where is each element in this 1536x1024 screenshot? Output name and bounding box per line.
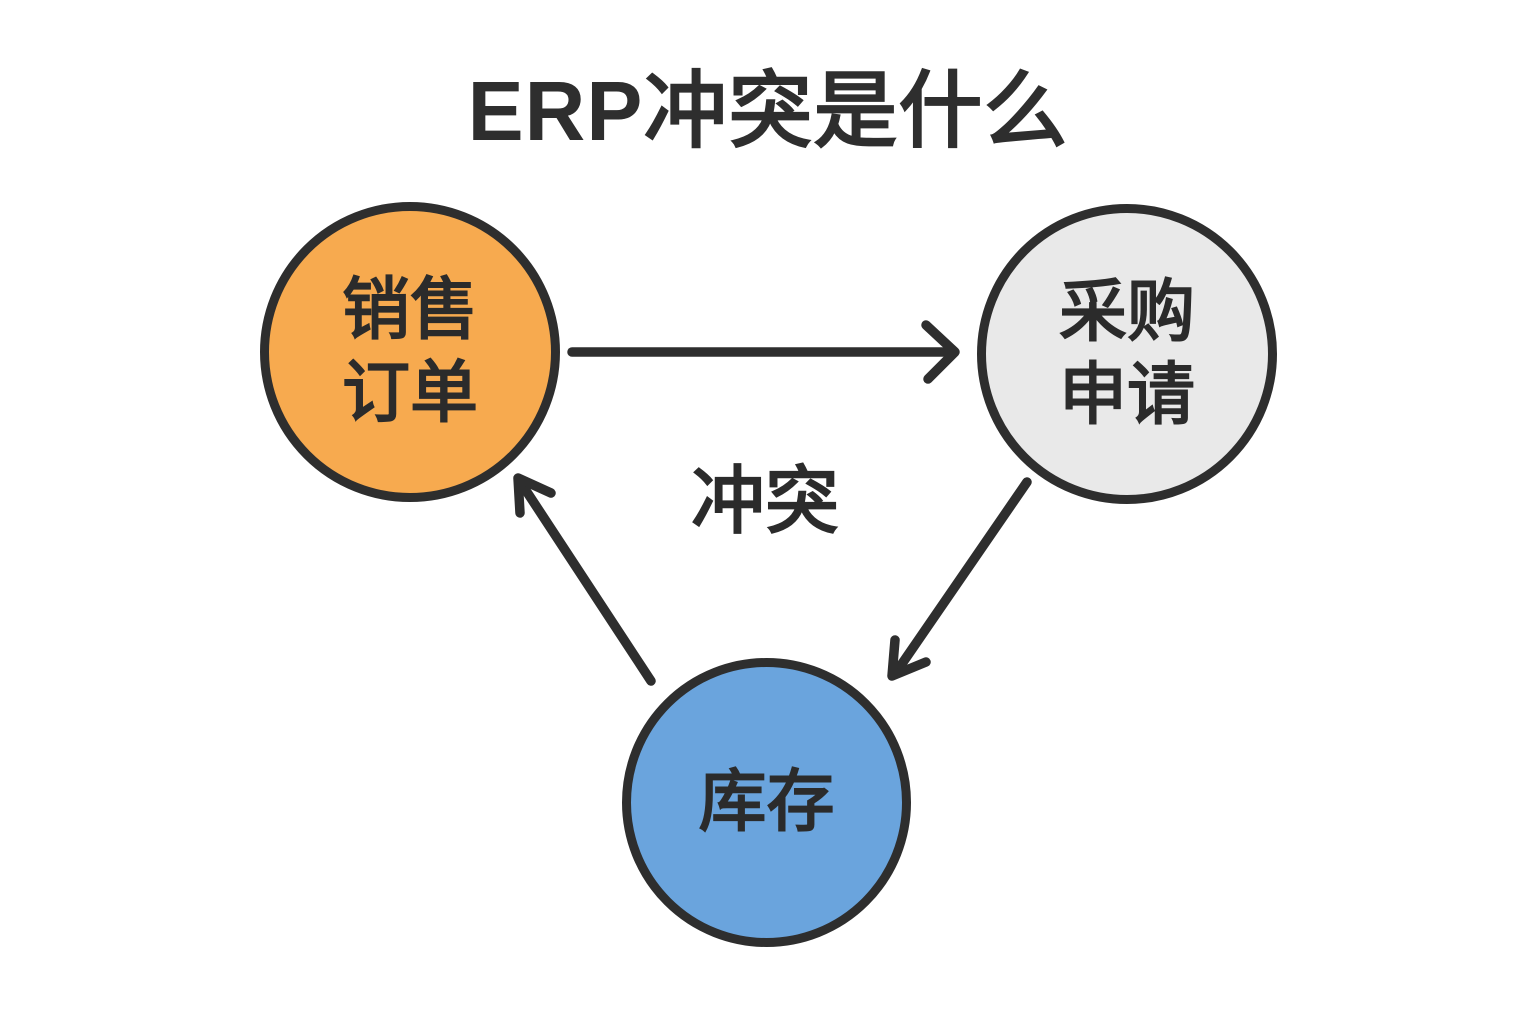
arrow-shaft [892, 477, 1032, 676]
page-title: ERP冲突是什么 [467, 64, 1069, 158]
arrow-sales-to-purchase [567, 320, 960, 384]
arrowhead-icon [513, 473, 556, 518]
arrowhead-icon [921, 320, 960, 384]
node-sales-order: 销售 订单 [260, 202, 560, 502]
arrow-shaft [518, 481, 656, 686]
node-purchase-request-label-line1: 采购 [1058, 274, 1195, 351]
node-sales-order-label-line1: 销售 [341, 272, 478, 349]
node-purchase-request: 采购 申请 [977, 204, 1277, 504]
node-purchase-request-label-line2: 申请 [1058, 357, 1195, 433]
arrow-purchase-to-inventory [887, 477, 1032, 681]
node-inventory: 库存 [622, 658, 911, 947]
arrow-inventory-to-sales [513, 473, 656, 686]
node-sales-order-label-line2: 订单 [341, 355, 478, 431]
arrowhead-icon [887, 635, 931, 681]
conflict-label: 冲突 [691, 459, 839, 543]
node-inventory-label: 库存 [698, 764, 835, 841]
